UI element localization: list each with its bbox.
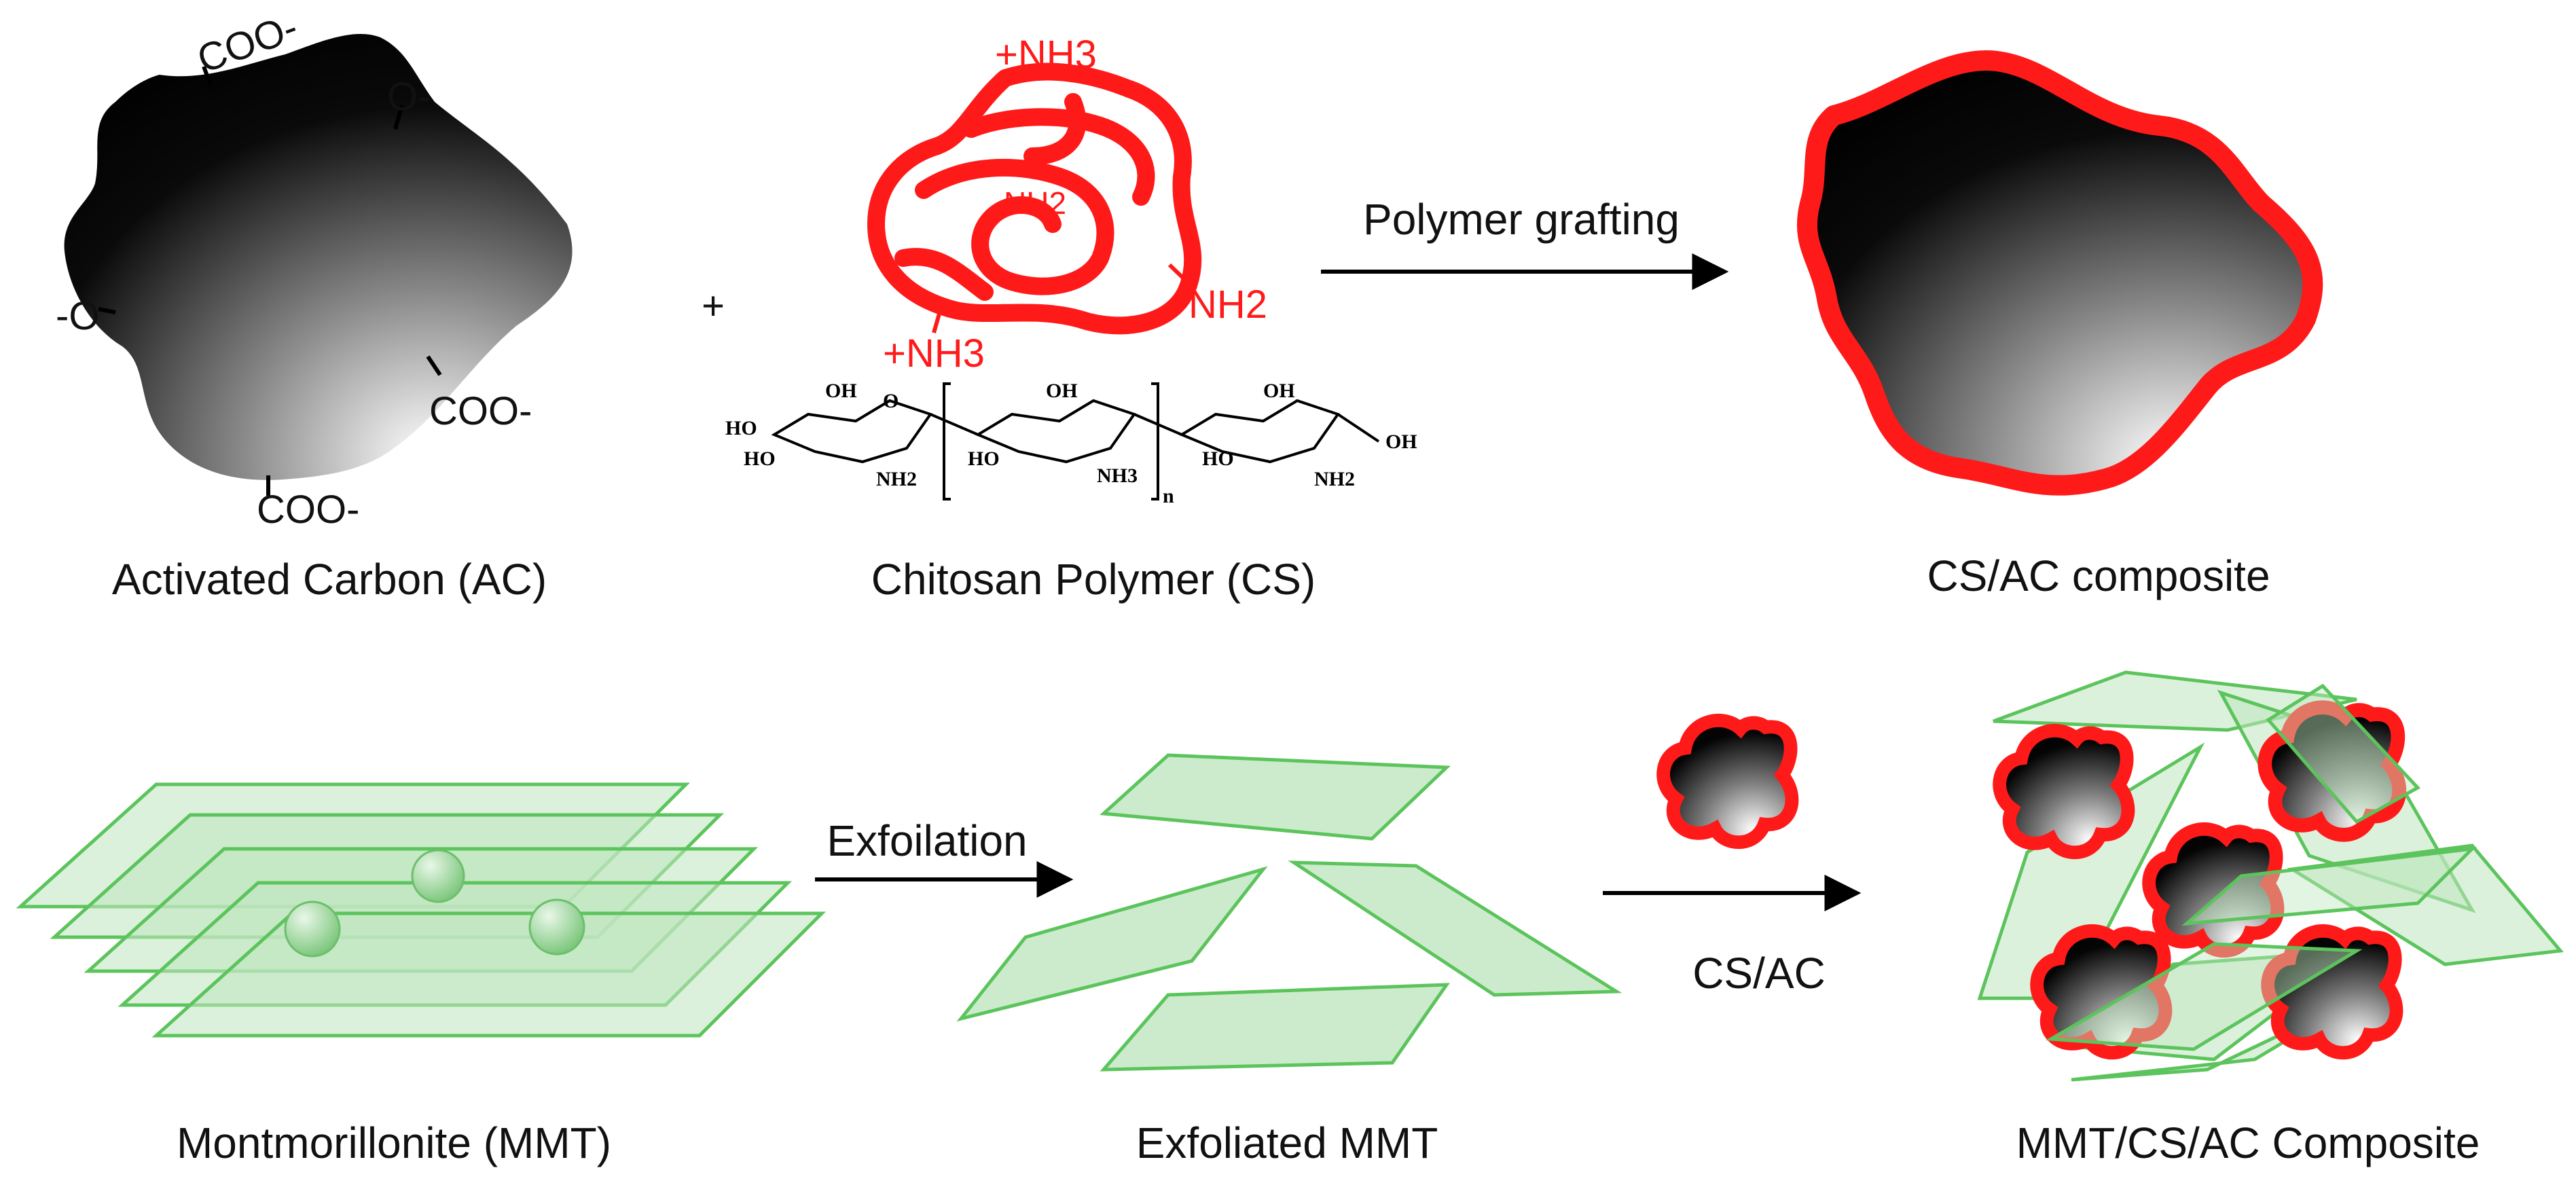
- activated-carbon-particle: [64, 34, 573, 496]
- clay-sheet: [1100, 753, 1451, 841]
- cs-ho-4: HO: [1202, 448, 1234, 470]
- ac-group-o-minus: O-: [387, 75, 431, 119]
- ac-group-coo-2: COO-: [429, 389, 532, 433]
- clay-sheet: [1288, 860, 1622, 997]
- cs-o-ring: O: [883, 390, 899, 412]
- cs-ho-2: HO: [744, 448, 776, 470]
- chitosan-nh2-inner: NH2: [1004, 185, 1066, 221]
- cs-oh-1: OH: [825, 380, 857, 402]
- cs-ho-1: HO: [725, 417, 757, 439]
- cs-nh2-1: NH2: [876, 468, 917, 490]
- cs-oh-4: OH: [1385, 431, 1417, 453]
- chitosan-structure: [771, 382, 1380, 500]
- chitosan-nh2-right: NH2: [1189, 283, 1267, 327]
- final-composite-label: MMT/CS/AC Composite: [2016, 1118, 2480, 1167]
- chitosan-nh3-top: +NH3: [995, 33, 1097, 77]
- montmorillonite-stack: [16, 782, 827, 1038]
- mmt-cs-ac-composite: [1977, 670, 2564, 1082]
- cation-sphere: [528, 898, 585, 956]
- cs-repeat-n: n: [1163, 485, 1174, 507]
- cs-oh-3: OH: [1263, 380, 1295, 402]
- chitosan-nh3-bottom: +NH3: [883, 331, 985, 376]
- exfoliation-label: Exfoilation: [827, 816, 1027, 865]
- ac-group-coo-3: COO-: [257, 488, 359, 532]
- chitosan-amine-stubs: [932, 67, 1189, 333]
- polymer-grafting-label: Polymer grafting: [1363, 195, 1680, 244]
- ac-group-minus-o: -O: [56, 294, 99, 338]
- exfoliated-mmt-sheets: [956, 753, 1622, 1072]
- cs-ac-composite-particle: [1797, 50, 2323, 496]
- plus-sign: +: [702, 284, 725, 328]
- cation-sphere: [411, 849, 465, 903]
- mmt-intercalated-cations: [284, 849, 585, 958]
- cs-ho-3: HO: [968, 448, 1000, 470]
- cs-nh2-2: NH2: [1314, 468, 1355, 490]
- cs-ac-step-label: CS/AC: [1692, 949, 1826, 998]
- exfoliated-mmt-label: Exfoliated MMT: [1136, 1118, 1438, 1167]
- cs-nh3: NH3: [1097, 465, 1138, 487]
- cs-ac-small-particle: [1663, 721, 1792, 842]
- clay-sheet: [956, 866, 1268, 1022]
- composite-particle: [1999, 731, 2128, 852]
- cs-oh-2: OH: [1046, 380, 1078, 402]
- cs-ac-composite-label: CS/AC composite: [1927, 551, 2270, 600]
- cation-sphere: [284, 900, 341, 958]
- activated-carbon-label: Activated Carbon (AC): [112, 555, 547, 604]
- montmorillonite-label: Montmorillonite (MMT): [177, 1118, 611, 1167]
- chitosan-label: Chitosan Polymer (CS): [871, 555, 1316, 604]
- clay-sheet: [1100, 983, 1450, 1072]
- chitosan-polymer-coil: [867, 62, 1202, 335]
